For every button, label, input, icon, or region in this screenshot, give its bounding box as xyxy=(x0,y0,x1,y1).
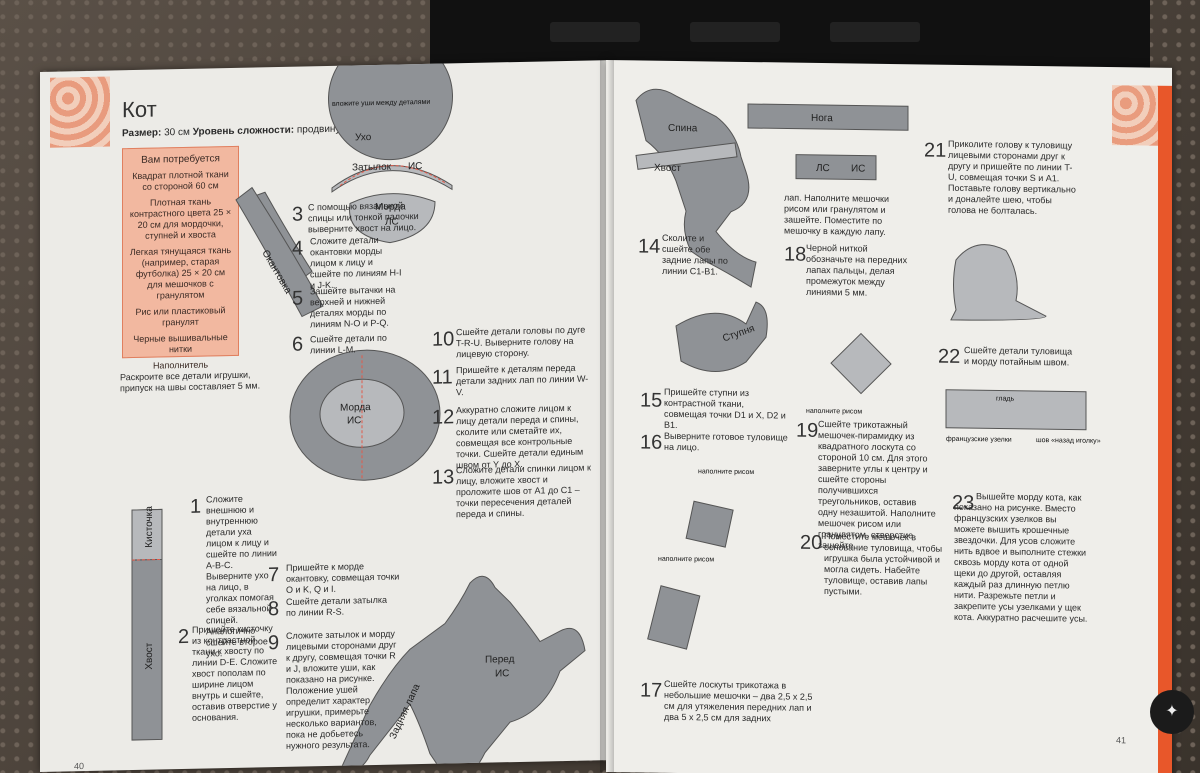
tail-strip xyxy=(635,142,738,170)
backstitch-label: шов «назад иголку» xyxy=(1036,437,1101,445)
watermark-logo-icon: ✦ xyxy=(1150,690,1194,734)
step-number: 12 xyxy=(432,406,455,429)
step-number: 11 xyxy=(432,366,453,389)
step-text: Сложите детали окантовки морды лицом к л… xyxy=(310,234,402,291)
front-is-label: ИС xyxy=(495,668,509,679)
nape-label: Затылок xyxy=(352,162,392,174)
open-book: Кот Размер: 30 см Уровень сложности: про… xyxy=(10,60,1190,773)
step-number: 14 xyxy=(638,235,661,258)
step-text: Сложите детали спинки лицом к лицу, влож… xyxy=(456,462,591,520)
pyramid-bag xyxy=(830,332,892,395)
step-text: Пришейте ступни из контрастной ткани, со… xyxy=(664,386,786,430)
step-text: Сшейте детали головы по дуге T-R-U. Выве… xyxy=(456,324,586,360)
tail-label-right: Хвост xyxy=(654,163,681,174)
laptop-key xyxy=(550,22,640,42)
ear-label: Ухо xyxy=(355,132,372,143)
step-number: 16 xyxy=(640,431,663,454)
step-text: Сшейте детали затылка по линии R-S. xyxy=(286,594,387,618)
step-number: 19 xyxy=(796,419,819,442)
tail-piece xyxy=(131,508,163,741)
page-number-left: 40 xyxy=(74,761,85,772)
step-text: Сложите затылок и морду лицевыми сторона… xyxy=(286,628,397,751)
right-page: Спина Хвост Нога ЛС ИС Ступня наполните … xyxy=(606,60,1172,773)
back-piece xyxy=(635,88,757,288)
step-number: 18 xyxy=(784,243,807,266)
leg-ls-is-piece xyxy=(795,154,877,181)
step-text: Черной ниткой обозначьте на передних лап… xyxy=(806,242,908,298)
step-text: Пришейте кисточку из контрастной ткани к… xyxy=(192,623,278,723)
step-text: Сколите и сшейте обе задние лапы по лини… xyxy=(662,232,728,277)
step-text: Вышейте морду кота, как показано на рису… xyxy=(954,491,1088,624)
fill-rice-label-3: наполните рисом xyxy=(658,556,714,564)
is-label-2: ИС xyxy=(347,415,361,426)
nape-piece xyxy=(328,60,453,244)
fill-rice-label: наполните рисом xyxy=(806,408,862,416)
step-number: 9 xyxy=(268,631,280,655)
book-gutter xyxy=(600,60,614,772)
leg-piece xyxy=(747,103,909,131)
front-label: Перед xyxy=(485,654,515,666)
step-text: Сшейте лоскуты трикотажа в небольшие меш… xyxy=(664,678,813,724)
step-text: Сшейте детали по линии L-M. xyxy=(310,332,387,356)
large-bag xyxy=(647,585,701,650)
ears-between-label: вложите уши между деталями xyxy=(332,99,430,108)
step-number: 21 xyxy=(924,139,947,162)
step-text: Выверните готовое туловище на лицо. xyxy=(664,430,788,453)
step-number: 5 xyxy=(292,287,304,310)
pattern-pieces-left: вложите уши между деталями Ухо Затылок И… xyxy=(131,60,586,772)
muzzle-label: Морда xyxy=(375,201,406,213)
front-piece xyxy=(339,575,586,772)
laptop-key xyxy=(690,22,780,42)
step-text: Пришейте к морде окантовку, совмещая точ… xyxy=(286,561,400,595)
step-number: 6 xyxy=(292,333,304,356)
step-number: 10 xyxy=(432,328,455,351)
step-number: 20 xyxy=(800,531,823,555)
step-number: 15 xyxy=(640,389,663,412)
step-text: Пришейте к деталям переда детали задних … xyxy=(456,362,589,398)
step-text: Зашейте вытачки на верхней и нижней дета… xyxy=(310,284,396,330)
left-page: Кот Размер: 30 см Уровень сложности: про… xyxy=(40,60,608,772)
step-number: 17 xyxy=(640,679,663,702)
ls-label-right: ЛС xyxy=(816,163,830,174)
step-number: 1 xyxy=(190,495,202,518)
fill-rice-label-2: наполните рисом xyxy=(698,468,754,476)
laptop-key xyxy=(830,22,920,42)
step-text: лап. Наполните мешочки рисом или грануля… xyxy=(784,192,889,237)
ls-label: ЛС xyxy=(385,216,399,227)
foot-piece xyxy=(675,301,768,372)
is-label: ИС xyxy=(408,161,422,172)
head-sketch xyxy=(950,244,1047,321)
muzzle-piece xyxy=(289,349,441,481)
embroidery-sample xyxy=(945,389,1087,431)
small-bag xyxy=(685,500,734,548)
smooth-label: гладь xyxy=(996,395,1014,402)
step-number: 22 xyxy=(938,345,961,368)
step-number: 7 xyxy=(268,563,280,587)
page-number-right: 41 xyxy=(1116,735,1127,746)
step-number: 2 xyxy=(178,625,190,649)
laptop-edge xyxy=(430,0,1150,70)
tail-label: Хвост xyxy=(144,642,155,670)
step-text: Аккуратно сложите лицом к лицу детали пе… xyxy=(456,402,584,471)
muzzle-label-2: Морда xyxy=(340,402,371,414)
tuft-label: Кисточка xyxy=(144,506,155,548)
step-text: С помощью вязальной спицы или тонкой пал… xyxy=(308,200,419,235)
step-number: 8 xyxy=(268,597,280,621)
step-text: Сшейте детали туловища и морду потайным … xyxy=(964,344,1073,368)
step-text: Поместите мешочек в основание туловища, … xyxy=(824,531,943,597)
pattern-pieces-right: Спина Хвост Нога ЛС ИС Ступня наполните … xyxy=(635,88,1101,650)
back-label: Спина xyxy=(668,123,698,134)
french-knots-label: французские узелки xyxy=(946,436,1012,444)
leg-label: Нога xyxy=(811,113,833,124)
is-label-right: ИС xyxy=(851,163,865,174)
step-number: 4 xyxy=(292,237,304,260)
step-number: 13 xyxy=(432,466,455,489)
step-text: Приколите голову к туловищу лицевыми сто… xyxy=(948,138,1076,217)
step-number: 3 xyxy=(292,203,304,226)
